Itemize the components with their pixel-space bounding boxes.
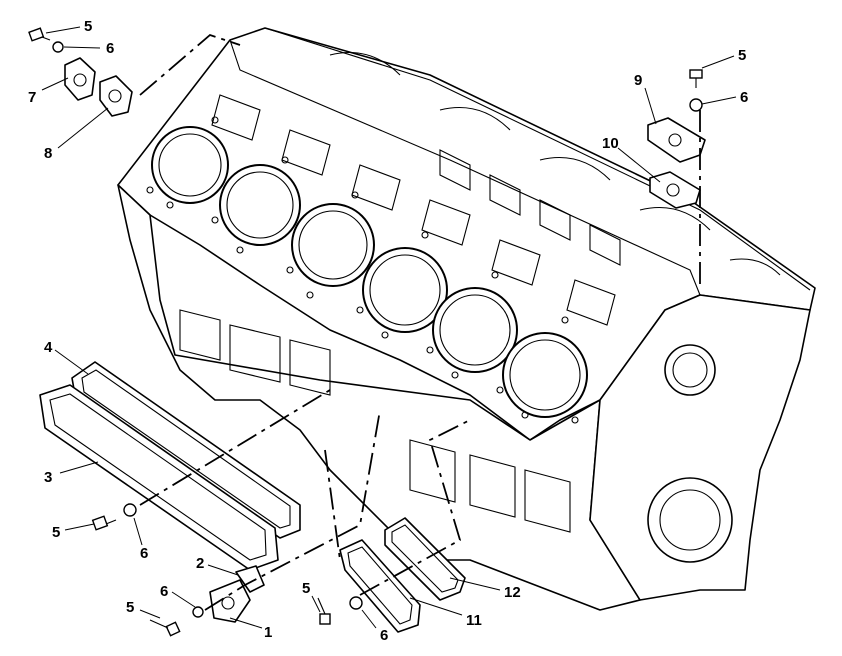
callout-5-top-left: 5 bbox=[84, 18, 92, 35]
block-end-face bbox=[589, 294, 811, 601]
cylinder-bore-3 bbox=[291, 203, 375, 287]
bolt-5-bottom-left bbox=[149, 619, 181, 637]
part-12-gasket bbox=[384, 517, 466, 601]
callout-4: 4 bbox=[44, 339, 53, 356]
part-11-cover-plate bbox=[339, 539, 421, 633]
callout-2: 2 bbox=[196, 555, 204, 572]
part-3-cover bbox=[39, 384, 279, 571]
cylinder-bore-6 bbox=[502, 332, 588, 418]
callout-8: 8 bbox=[44, 145, 52, 162]
washer-6-top-right bbox=[689, 98, 703, 112]
washer-6-left bbox=[123, 503, 137, 517]
cam-bore-inner bbox=[672, 352, 708, 388]
callout-9: 9 bbox=[634, 72, 642, 89]
callout-5-bottom-center: 5 bbox=[302, 580, 310, 597]
cylinder-bore-1 bbox=[151, 126, 229, 204]
callout-1: 1 bbox=[264, 624, 272, 641]
deck-ridge-2 bbox=[264, 27, 811, 291]
cam-bore bbox=[664, 344, 716, 396]
callout-6-top-left: 6 bbox=[106, 40, 114, 57]
deck-ridge bbox=[229, 39, 701, 296]
callout-6-left: 6 bbox=[140, 545, 148, 562]
callout-numbers: 5 6 7 8 5 6 9 10 4 3 5 6 2 6 5 1 5 6 11 … bbox=[28, 18, 748, 644]
callout-11: 11 bbox=[466, 612, 482, 629]
callout-6-bottom-center: 6 bbox=[380, 627, 388, 644]
part-8-gasket bbox=[99, 75, 133, 117]
part-7-plate bbox=[64, 57, 96, 101]
callout-5-top-right: 5 bbox=[738, 47, 746, 64]
washer-6-top-left bbox=[52, 41, 64, 53]
washer-6-bottom-left bbox=[192, 606, 204, 618]
part-10-gasket bbox=[649, 171, 701, 209]
valley-slots bbox=[439, 149, 621, 266]
cylinder-bore-4 bbox=[362, 247, 448, 333]
callout-10: 10 bbox=[602, 135, 619, 152]
callout-5-bottom-left: 5 bbox=[126, 599, 134, 616]
far-bank-bores bbox=[329, 51, 781, 276]
callout-6-bottom-left: 6 bbox=[160, 583, 168, 600]
block-front-face bbox=[117, 184, 641, 611]
callout-6-top-right: 6 bbox=[740, 89, 748, 106]
pushrod-pockets bbox=[211, 94, 616, 326]
bolt-5-top-left bbox=[28, 27, 51, 42]
callout-3: 3 bbox=[44, 469, 52, 486]
part-9-plate bbox=[647, 117, 706, 163]
callout-5-left: 5 bbox=[52, 524, 60, 541]
crank-bore-inner bbox=[659, 489, 721, 551]
assembly-lines bbox=[139, 33, 701, 611]
cylinder-bore-5 bbox=[432, 287, 518, 373]
bolt-5-left bbox=[91, 515, 117, 531]
washer-6-bottom-center bbox=[349, 596, 363, 610]
part-1-cover bbox=[209, 579, 251, 623]
leader-lines bbox=[41, 26, 737, 629]
callout-12: 12 bbox=[504, 584, 521, 601]
cylinder-block bbox=[117, 27, 816, 611]
bolt-5-top-right bbox=[689, 69, 703, 88]
crank-bore bbox=[647, 477, 733, 563]
bolt-5-bottom-center bbox=[317, 597, 331, 625]
deck-bolt-holes bbox=[146, 116, 579, 424]
cylinder-bore-2 bbox=[219, 164, 301, 246]
side-openings bbox=[179, 309, 571, 533]
callout-7: 7 bbox=[28, 89, 36, 106]
